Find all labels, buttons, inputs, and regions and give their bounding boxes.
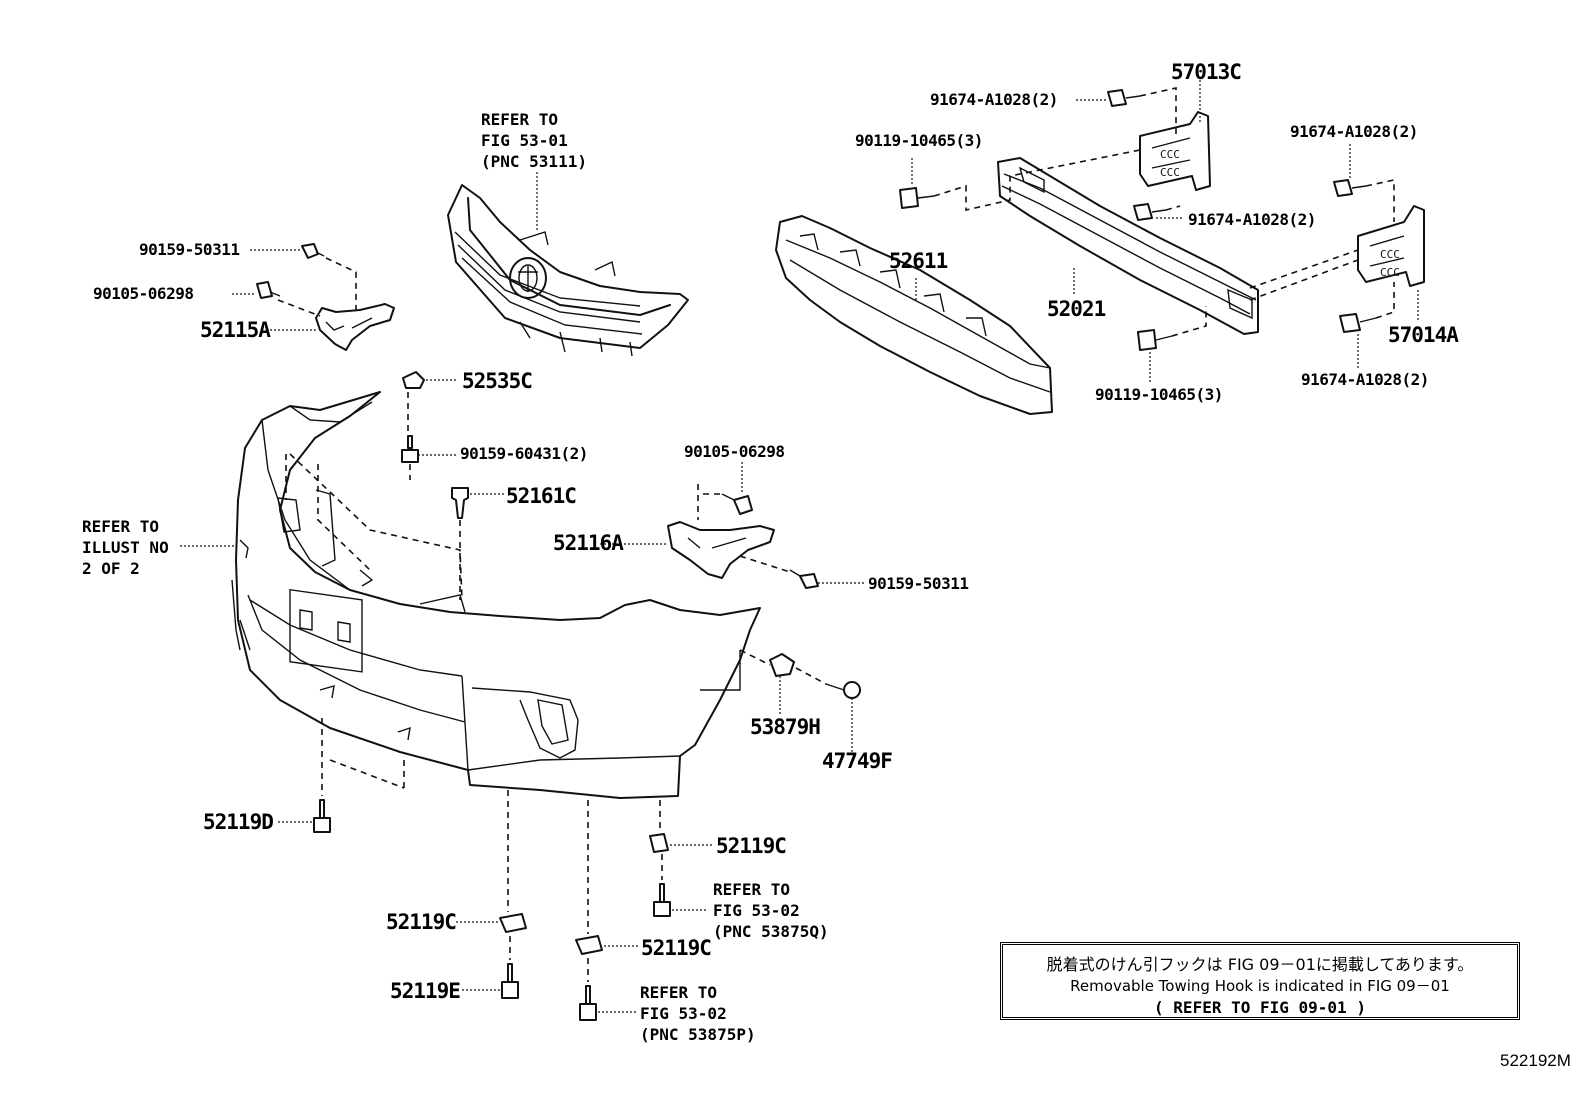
label-47749F[interactable]: 47749F [822,749,893,773]
nut-52535C [402,371,425,389]
label-52116A[interactable]: 52116A [553,531,624,555]
bolt-90105-06298-left [256,281,281,299]
label-52161C[interactable]: 52161C [506,484,577,508]
clip-52119C-mid [575,935,603,955]
label-52021[interactable]: 52021 [1047,297,1106,321]
label-52115A[interactable]: 52115A [200,318,271,342]
ref-fig-53-02-53875P[interactable]: REFER TO FIG 53-02 (PNC 53875P) [640,983,756,1044]
label-91674-A1028-right-top[interactable]: 91674-A1028(2) [1290,122,1418,141]
screw-52119E [501,963,519,999]
label-90119-10465-top[interactable]: 90119-10465(3) [855,131,983,150]
front-bumper-cover [231,391,761,799]
clip-52119C-left [499,913,527,933]
bolt-90159-60431 [401,435,419,463]
ref-fig-53-02-53875Q[interactable]: REFER TO FIG 53-02 (PNC 53875Q) [713,880,829,941]
radiator-grille [447,184,689,357]
absorber-52611 [775,215,1053,415]
label-90159-60431[interactable]: 90159-60431(2) [460,444,588,463]
bracket-52115A [315,303,395,351]
label-90159-50311-right[interactable]: 90159-50311 [868,574,969,593]
bolt-90119-top [899,187,935,209]
retainer-57013C: CCC CCC [1139,111,1211,191]
svg-text:CCC: CCC [1160,166,1180,179]
note-english: Removable Towing Hook is indicated in FI… [1070,977,1450,995]
retainer-57014A: CCC CCC [1357,205,1425,287]
screw-fig53-02-q [653,883,671,917]
label-57013C[interactable]: 57013C [1171,60,1242,84]
label-52119C-left[interactable]: 52119C [386,910,457,934]
label-91674-A1028-mid[interactable]: 91674-A1028(2) [1188,210,1316,229]
bolt-90105-06298-right [721,493,753,515]
bolt-91674-mid [1133,203,1167,221]
label-52119C-right[interactable]: 52119C [716,834,787,858]
label-52611[interactable]: 52611 [889,249,948,273]
clip-90159-50311-left [301,243,325,259]
note-refer-link[interactable]: ( REFER TO FIG 09-01 ) [1154,998,1366,1017]
bolt-91674-right-top [1333,179,1367,197]
label-52119E[interactable]: 52119E [390,979,461,1003]
towing-hook-note: 脱着式のけん引フックは FIG 09－01に掲載してあります。 Removabl… [1000,942,1520,1020]
label-91674-A1028-top[interactable]: 91674-A1028(2) [930,90,1058,109]
svg-text:CCC: CCC [1160,148,1180,161]
nut-53879H [769,653,795,677]
label-91674-A1028-right-bottom[interactable]: 91674-A1028(2) [1301,370,1429,389]
bracket-52116A [667,521,775,579]
hook-cover-47749F [825,681,861,699]
svg-text:CCC: CCC [1380,248,1400,261]
screw-52119D [313,799,331,833]
reinforcement-52021 [997,157,1259,335]
label-90119-10465-bottom[interactable]: 90119-10465(3) [1095,385,1223,404]
ref-grille-fig-53-01[interactable]: REFER TO FIG 53-01 (PNC 53111) [481,110,587,171]
screw-fig53-02-p [579,985,597,1021]
label-52535C[interactable]: 52535C [462,369,533,393]
label-90105-06298-right[interactable]: 90105-06298 [684,442,785,461]
clip-52119C-right [649,833,669,853]
label-52119C-mid[interactable]: 52119C [641,936,712,960]
bolt-91674-top [1107,89,1141,107]
note-japanese: 脱着式のけん引フックは FIG 09－01に掲載してあります。 [1046,955,1474,974]
clip-90159-50311-right [789,569,819,589]
label-52119D[interactable]: 52119D [203,810,274,834]
label-53879H[interactable]: 53879H [750,715,821,739]
figure-id: 522192M [1500,1051,1571,1070]
bolt-90119-bottom [1137,329,1173,351]
label-57014A[interactable]: 57014A [1388,323,1459,347]
label-90105-06298-left[interactable]: 90105-06298 [93,284,194,303]
svg-text:CCC: CCC [1380,266,1400,279]
ref-illust-2-of-2[interactable]: REFER TO ILLUST NO 2 OF 2 [82,517,169,578]
clip-52161C [451,487,469,519]
bolt-91674-right-bottom [1339,313,1377,333]
label-90159-50311-left[interactable]: 90159-50311 [139,240,240,259]
